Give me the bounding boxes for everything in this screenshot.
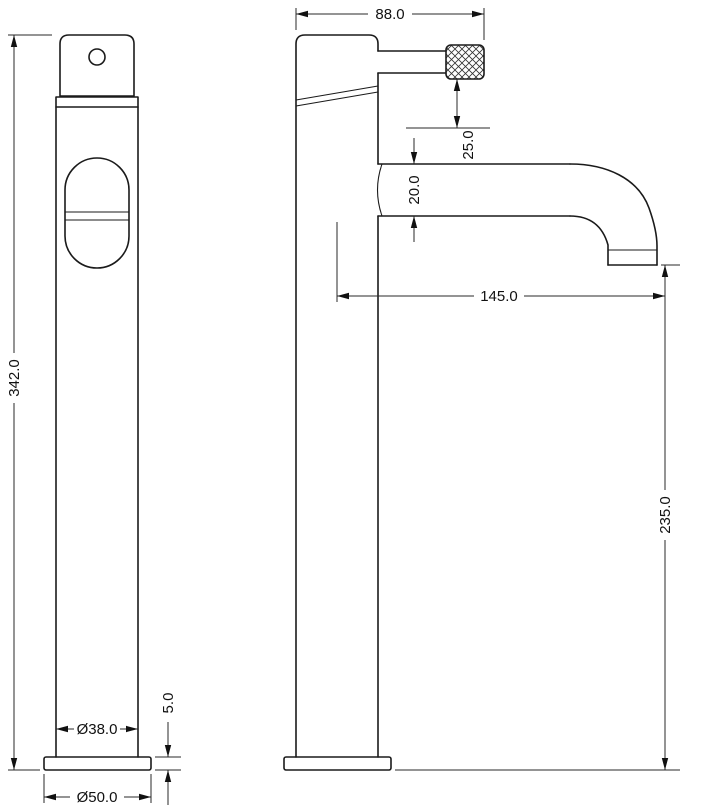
- housing-joint-line-upper: [295, 85, 379, 101]
- dim-base-thickness: 5.0: [155, 693, 181, 805]
- front-view: [43, 34, 152, 771]
- front-handle-cap: [59, 34, 135, 97]
- handle-collar: [55, 96, 139, 108]
- dim-base-diameter: Ø50.0: [43, 774, 152, 806]
- dim-label-base-thickness: 5.0: [160, 693, 177, 714]
- side-view: [283, 34, 658, 771]
- spout-inner-bend: [569, 215, 609, 266]
- dim-label-lever-gap: 25.0: [460, 130, 477, 159]
- dim-label-spout-reach: 145.0: [480, 288, 518, 305]
- side-base-plate: [283, 756, 392, 771]
- dim-label-base-diameter: Ø50.0: [77, 789, 118, 806]
- side-body-left-edge: [295, 34, 379, 758]
- lever-knurled-grip: [445, 44, 485, 80]
- dim-label-outlet-height: 235.0: [657, 496, 674, 534]
- spout-root-curve: [376, 163, 383, 217]
- dim-spout-reach: 145.0: [336, 222, 665, 305]
- dim-top-width: 88.0: [295, 6, 485, 40]
- spout-outer-bend: [569, 163, 658, 266]
- housing-joint-line-lower: [295, 91, 379, 107]
- lever-recess: [64, 157, 130, 269]
- front-base-plate: [43, 756, 152, 771]
- dim-label-total-height: 342.0: [6, 359, 23, 397]
- dim-body-diameter: Ø38.0: [56, 721, 138, 738]
- dim-lever-gap: 25.0: [406, 79, 490, 160]
- dim-spout-diameter: 20.0: [406, 138, 423, 242]
- dimensions: 342.0 88.0 25.0 20.0 145.0: [6, 6, 680, 806]
- dim-total-height: 342.0: [6, 34, 52, 771]
- dim-label-body-diameter: Ø38.0: [77, 721, 118, 738]
- dim-label-top-width: 88.0: [375, 6, 404, 23]
- dim-outlet-height: 235.0: [395, 264, 680, 771]
- dim-label-spout-diameter: 20.0: [406, 175, 423, 204]
- handle-top-button: [88, 48, 106, 66]
